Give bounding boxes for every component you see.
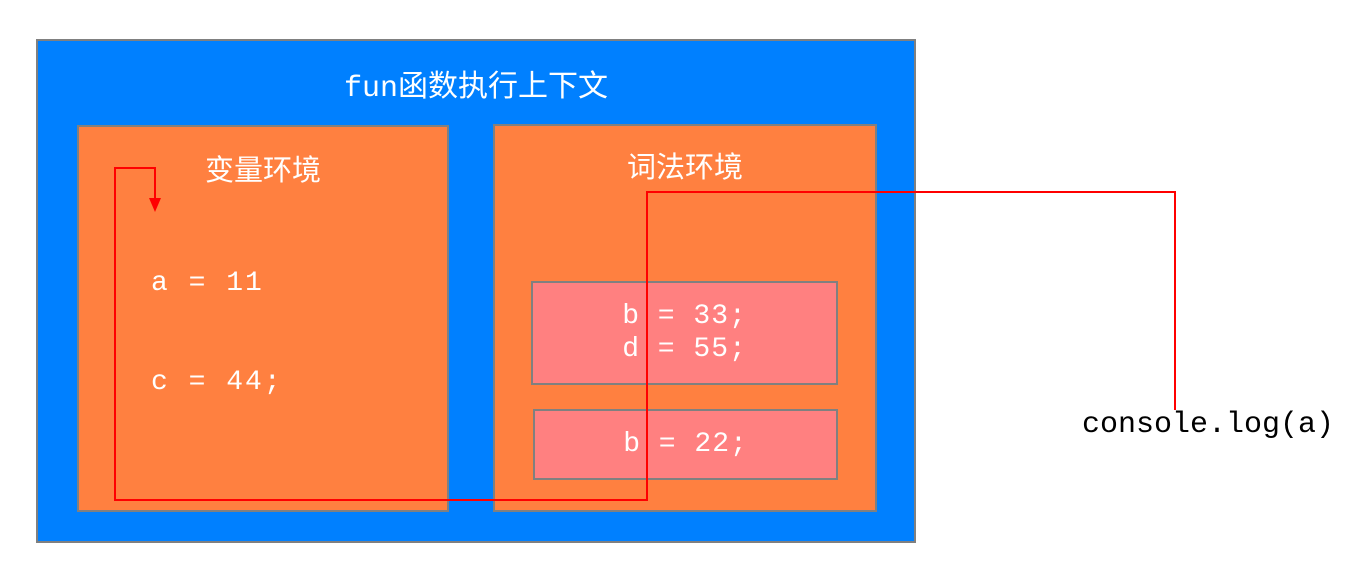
execution-context-box: fun函数执行上下文 变量环境 a = 11 c = 44; 词法环境 b = … bbox=[36, 39, 916, 543]
scope-block-2: b = 22; bbox=[533, 409, 838, 480]
lexical-environment-title: 词法环境 bbox=[626, 153, 743, 186]
console-log-label: console.log(a) bbox=[1082, 408, 1335, 442]
lexical-environment-box: 词法环境 b = 33; d = 55; b = 22; bbox=[493, 124, 877, 512]
execution-context-title: fun函数执行上下文 bbox=[343, 72, 608, 106]
code-line-d55: d = 55; bbox=[622, 334, 747, 365]
variable-environment-code: a = 11 c = 44; bbox=[151, 201, 301, 465]
variable-environment-title: 变量环境 bbox=[204, 156, 321, 189]
code-line-b33: b = 33; bbox=[622, 301, 747, 332]
variable-environment-box: 变量环境 a = 11 c = 44; bbox=[77, 125, 449, 512]
code-line-b22: b = 22; bbox=[623, 429, 748, 460]
code-line-c: c = 44; bbox=[151, 367, 283, 398]
scope-block-1: b = 33; d = 55; bbox=[531, 281, 838, 385]
code-line-a: a = 11 bbox=[151, 268, 264, 299]
